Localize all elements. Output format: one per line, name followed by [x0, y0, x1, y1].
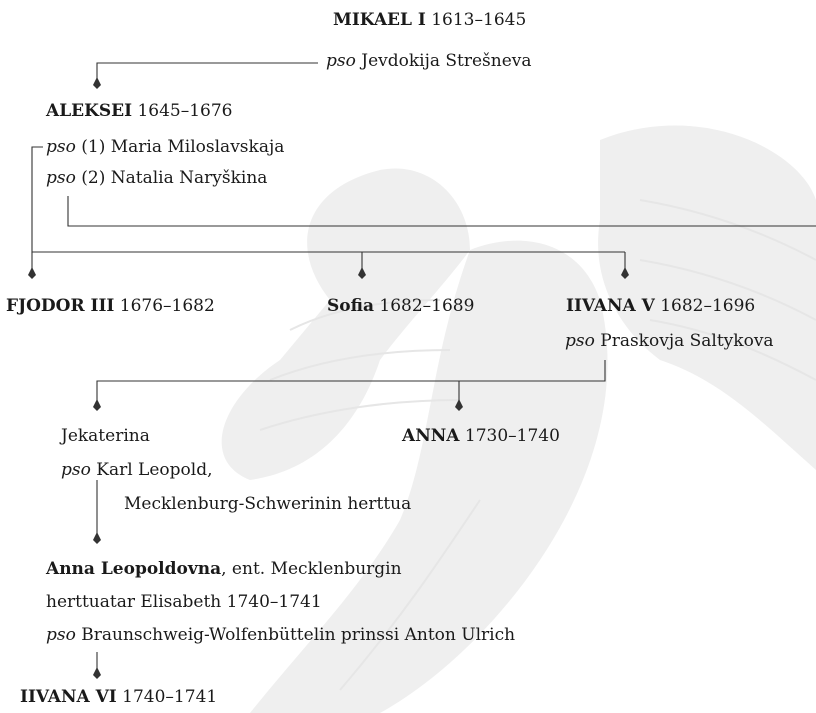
mikael-name: MIKAEL I — [333, 10, 426, 30]
fjodor-line: FJODOR III 1676–1682 — [6, 295, 215, 317]
eagle-feather-line — [639, 259, 816, 321]
aleksei-spouse2-prefix: pso — [46, 168, 76, 188]
ivan5-spouse: Praskovja Saltykova — [600, 331, 774, 351]
aleksei-spouse1-prefix: pso — [46, 137, 76, 157]
mikael-spouse-line: pso Jevdokija Strešneva — [326, 50, 532, 72]
ivan5-name: IIVANA V — [566, 296, 655, 316]
anna-leopoldovna-title1: , ent. Mecklenburgin — [221, 559, 402, 579]
anna-leopoldovna-title2: herttuatar Elisabeth 1740–1741 — [46, 592, 322, 612]
sofia-years: 1682–1689 — [379, 296, 475, 316]
ivan6-years: 1740–1741 — [122, 687, 218, 707]
mikael-spouse: Jevdokija Strešneva — [361, 51, 532, 71]
mikael-name-line: MIKAEL I 1613–1645 — [333, 9, 526, 31]
anna-line: ANNA 1730–1740 — [402, 425, 560, 447]
anna-leopoldovna-spouse-prefix: pso — [46, 625, 76, 645]
aleksei-years: 1645–1676 — [137, 101, 233, 121]
anna-leopoldovna-spouse-line: pso Braunschweig-Wolfenbüttelin prinssi … — [46, 624, 515, 646]
jekaterina-spouse-prefix: pso — [61, 460, 91, 480]
mikael-years: 1613–1645 — [431, 10, 527, 30]
ivan5-spouse-prefix: pso — [565, 331, 595, 351]
ivan5-spouse-line: pso Praskovja Saltykova — [565, 330, 774, 352]
fjodor-years: 1676–1682 — [119, 296, 215, 316]
jekaterina-spouse-line: pso Karl Leopold, — [61, 459, 212, 481]
aleksei-spouse1-line: pso (1) Maria Miloslavskaja — [46, 136, 284, 158]
fjodor-name: FJODOR III — [6, 296, 115, 316]
jekaterina-name: Jekaterina — [61, 426, 150, 446]
anna-leopoldovna-name: Anna Leopoldovna — [46, 559, 222, 579]
aleksei-name-line: ALEKSEI 1645–1676 — [46, 100, 233, 122]
jekaterina-spouse: Karl Leopold, — [96, 460, 213, 480]
anna-years: 1730–1740 — [464, 426, 560, 446]
eagle-feather-line — [289, 299, 441, 331]
mikael-spouse-prefix: pso — [326, 51, 356, 71]
aleksei-spouse1: (1) Maria Miloslavskaja — [81, 137, 285, 157]
aleksei-spouse2-line: pso (2) Natalia Naryškina — [46, 167, 267, 189]
ivan6-line: IIVANA VI 1740–1741 — [20, 686, 217, 708]
aleksei-spouse2: (2) Natalia Naryškina — [81, 168, 268, 188]
ivan5-line: IIVANA V 1682–1696 — [566, 295, 755, 317]
eagle-feather-line — [649, 319, 816, 381]
anna-leopoldovna-line1: Anna Leopoldovna, ent. Mecklenburgin — [46, 558, 402, 580]
ivan5-years: 1682–1696 — [660, 296, 756, 316]
sofia-name: Sofia — [327, 296, 374, 316]
anna-leopoldovna-spouse: Braunschweig-Wolfenbüttelin prinssi Anto… — [81, 625, 516, 645]
jekaterina-spouse-title: Mecklenburg-Schwerinin herttua — [124, 494, 412, 514]
aleksei-name: ALEKSEI — [46, 101, 133, 121]
sofia-line: Sofia 1682–1689 — [327, 295, 474, 317]
ivan6-name: IIVANA VI — [20, 687, 117, 707]
anna-name: ANNA — [402, 426, 460, 446]
eagle-body-shape — [250, 240, 608, 713]
eagle-feather-line — [339, 499, 481, 691]
